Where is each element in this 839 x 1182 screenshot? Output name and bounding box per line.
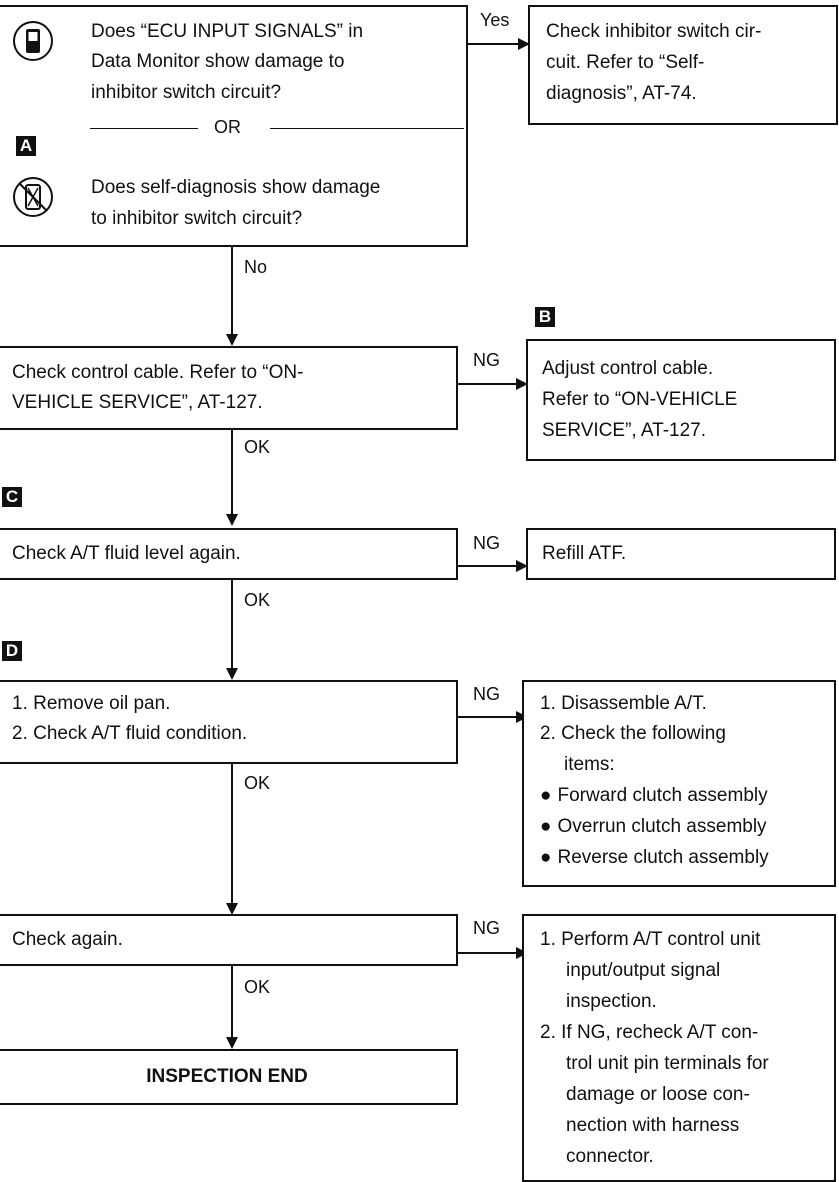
step-5-line-1: Check again.	[12, 929, 123, 950]
side-box-3	[526, 528, 836, 580]
side-3-line-1: Refill ATF.	[542, 543, 627, 564]
question-2-line-2: to inhibitor switch circuit?	[91, 208, 303, 229]
yes-arrowhead	[518, 38, 530, 50]
badge-c: C	[2, 487, 22, 507]
side-5-line-6: damage or loose con-	[566, 1084, 750, 1105]
or-divider-right	[270, 128, 464, 129]
step-5-ok-arrowhead	[226, 1037, 238, 1049]
question-box-1	[0, 5, 468, 247]
step-5-ng-line	[458, 952, 520, 954]
badge-b: B	[535, 307, 555, 327]
side-5-line-8: connector.	[566, 1146, 654, 1167]
step-3-ng-arrowhead	[516, 560, 528, 572]
inspection-end-label: INSPECTION END	[146, 1066, 308, 1087]
step-2-ok-arrowhead	[226, 514, 238, 526]
step-2-ok-label: OK	[244, 437, 271, 457]
no-arrowhead	[226, 334, 238, 346]
side-5-line-7: nection with harness	[566, 1115, 740, 1136]
step-4-ng-label: NG	[473, 684, 500, 704]
yes-label: Yes	[480, 10, 510, 30]
side-box-2	[526, 339, 836, 461]
step-4-ok-arrowhead	[226, 903, 238, 915]
step-box-2	[0, 346, 458, 430]
step-3-ng-label: NG	[473, 533, 500, 553]
side-box-5	[522, 914, 836, 1182]
badge-d: D	[2, 641, 22, 661]
question-1-line-3: inhibitor switch circuit?	[91, 82, 282, 103]
step-3-ok-arrowhead	[226, 668, 238, 680]
side-1-line-2: cuit. Refer to “Self-	[546, 52, 705, 73]
step-2-ng-arrowhead	[516, 378, 528, 390]
step-5-ok-label: OK	[244, 977, 271, 997]
side-5-line-5: trol unit pin terminals for	[566, 1053, 769, 1074]
side-5-line-2: input/output signal	[566, 960, 721, 981]
step-3-ok-connector	[231, 580, 233, 672]
side-4-line-3: items:	[564, 754, 615, 775]
badge-a: A	[16, 136, 36, 156]
side-1-line-3: diagnosis”, AT-74.	[546, 83, 697, 104]
step-2-ng-line	[458, 383, 520, 385]
question-1-line-1: Does “ECU INPUT SIGNALS” in	[91, 21, 364, 42]
step-4-ok-label: OK	[244, 773, 271, 793]
self-diagnosis-icon	[13, 177, 53, 217]
step-box-3	[0, 528, 458, 580]
yes-arrow-line	[466, 43, 522, 45]
inspection-end-box	[0, 1049, 458, 1105]
step-4-ok-connector	[231, 764, 233, 907]
side-2-line-3: SERVICE”, AT-127.	[542, 420, 707, 441]
no-label: No	[244, 257, 268, 277]
step-3-line-1: Check A/T fluid level again.	[12, 543, 241, 564]
step-5-ok-connector	[231, 966, 233, 1041]
side-5-line-1: 1. Perform A/T control unit	[540, 929, 761, 950]
step-3-ng-line	[458, 565, 520, 567]
side-4-line-1: 1. Disassemble A/T.	[540, 693, 707, 714]
data-monitor-icon	[13, 21, 53, 61]
step-2-ok-connector	[231, 430, 233, 518]
step-4-line-2: 2. Check A/T fluid condition.	[12, 723, 248, 744]
step-4-ng-line	[458, 716, 520, 718]
question-2-line-1: Does self-diagnosis show damage	[91, 177, 381, 198]
or-label: OR	[214, 117, 241, 137]
side-4-bullet-3: Reverse clutch assembly	[540, 843, 768, 872]
step-2-ng-label: NG	[473, 350, 500, 370]
no-connector	[231, 247, 233, 337]
step-4-line-1: 1. Remove oil pan.	[12, 693, 171, 714]
side-4-bullet-2: Overrun clutch assembly	[540, 812, 766, 841]
question-1-line-2: Data Monitor show damage to	[91, 51, 345, 72]
side-5-line-3: inspection.	[566, 991, 657, 1012]
step-box-5	[0, 914, 458, 966]
side-5-line-4: 2. If NG, recheck A/T con-	[540, 1022, 759, 1043]
side-2-line-2: Refer to “ON-VEHICLE	[542, 389, 738, 410]
step-2-line-2: VEHICLE SERVICE”, AT-127.	[12, 392, 263, 413]
side-4-bullet-1: Forward clutch assembly	[540, 781, 767, 810]
step-2-line-1: Check control cable. Refer to “ON-	[12, 362, 304, 383]
step-3-ok-label: OK	[244, 590, 271, 610]
side-4-line-2: 2. Check the following	[540, 723, 726, 744]
step-box-4	[0, 680, 458, 764]
side-1-line-1: Check inhibitor switch cir-	[546, 21, 762, 42]
step-5-ng-label: NG	[473, 918, 500, 938]
side-2-line-1: Adjust control cable.	[542, 358, 714, 379]
side-box-1	[528, 5, 838, 125]
or-divider-left	[90, 128, 198, 129]
